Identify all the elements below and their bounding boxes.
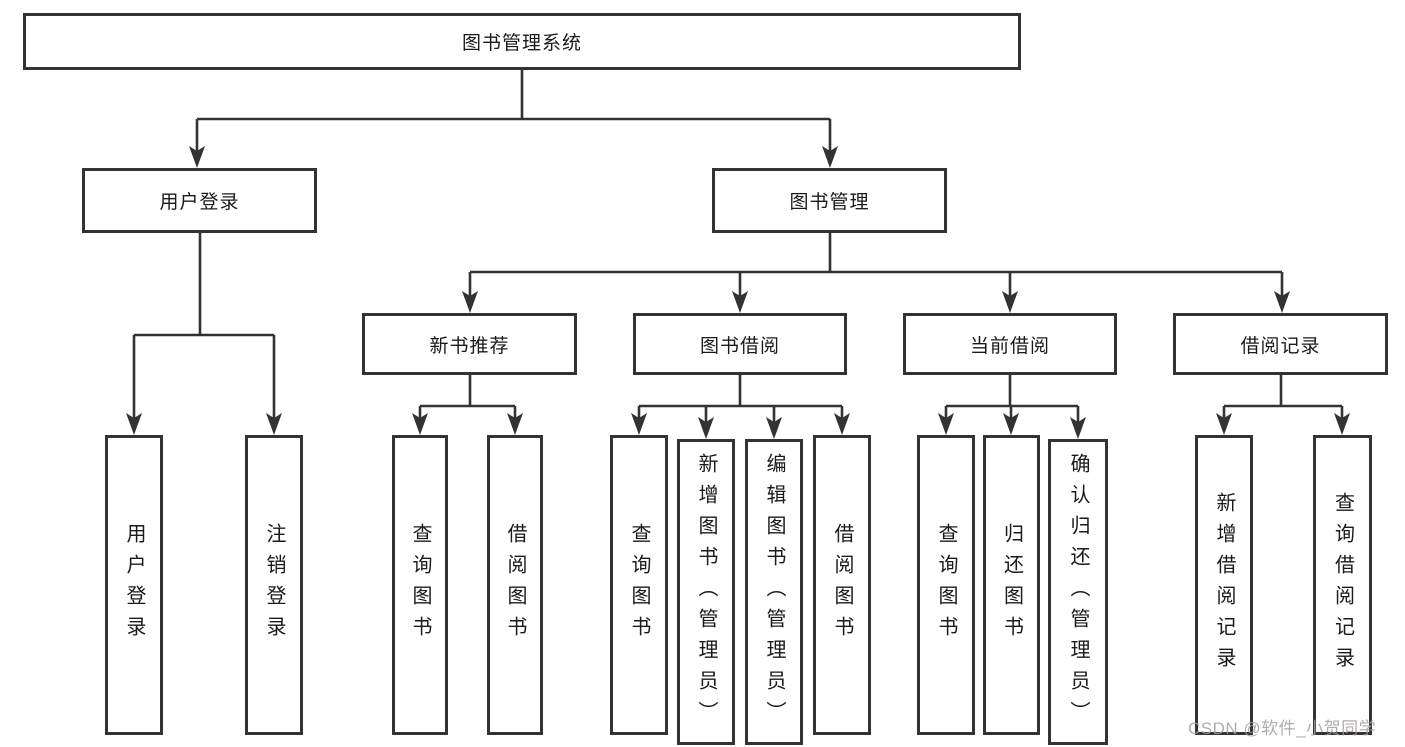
node-borrow-record: 借阅记录 [1173,313,1388,375]
watermark: CSDN @软件_小贺同学 [1188,719,1377,738]
arrowhead-icon [1070,417,1086,439]
node-label: 编辑图书（管理员） [763,452,785,732]
arrowhead-icon [631,413,647,435]
arrowhead-icon [732,291,748,313]
node-rcd-add-record: 新增借阅记录 [1195,435,1253,735]
node-label: 查询图书 [409,523,431,647]
node-label: 图书管理 [789,192,870,213]
node-bor-edit-book: 编辑图书（管理员） [745,439,803,745]
node-root: 图书管理系统 [23,13,1021,70]
arrowhead-icon [938,413,954,435]
arrowhead-icon [266,413,282,435]
node-label: 图书管理系统 [461,33,582,54]
arrowhead-icon [507,413,523,435]
arrowhead-icon [822,146,838,168]
node-cur-return-book: 归还图书 [983,435,1040,735]
node-bor-borrow-book: 借阅图书 [813,435,871,735]
node-bor-query-book: 查询图书 [610,435,668,735]
node-rec-query-book: 查询图书 [392,435,448,735]
node-label: 图书借阅 [699,335,780,357]
node-label: 查询图书 [628,523,650,647]
node-label: 查询图书 [935,523,957,647]
node-rec-borrow-book: 借阅图书 [487,435,543,735]
arrowhead-icon [834,413,850,435]
node-leaf-logout: 注销登录 [245,435,303,735]
arrowhead-icon [1274,291,1290,313]
node-new-book-rec: 新书推荐 [362,313,577,375]
node-label: 当前借阅 [969,335,1050,357]
node-label: 新增借阅记录 [1213,492,1235,678]
arrowhead-icon [1216,413,1232,435]
arrowhead-icon [189,146,205,168]
node-cur-confirm-return: 确认归还（管理员） [1048,439,1108,745]
node-label: 用户登录 [123,523,145,647]
arrowhead-icon [698,417,714,439]
arrowhead-icon [1334,413,1350,435]
node-label: 用户登录 [159,192,240,213]
node-book-mgmt: 图书管理 [712,168,947,233]
node-label: 借阅记录 [1240,335,1321,357]
node-leaf-login: 用户登录 [105,435,163,735]
arrowhead-icon [412,413,428,435]
arrowhead-icon [766,417,782,439]
node-label: 新增图书（管理员） [695,452,717,732]
node-label: 借阅图书 [831,523,853,647]
arrowhead-icon [462,291,478,313]
node-cur-query-book: 查询图书 [917,435,975,735]
node-book-borrow: 图书借阅 [633,313,847,375]
node-current-borrow: 当前借阅 [903,313,1117,375]
node-label: 查询借阅记录 [1331,492,1354,678]
arrowhead-icon [126,413,142,435]
arrowhead-icon [1002,291,1018,313]
node-label: 注销登录 [263,523,285,647]
node-bor-add-book: 新增图书（管理员） [677,439,735,745]
node-rcd-query-record: 查询借阅记录 [1313,435,1372,735]
node-label: 归还图书 [1000,523,1023,647]
node-label: 确认归还（管理员） [1067,452,1089,732]
node-user-login: 用户登录 [82,168,317,233]
node-label: 新书推荐 [429,335,510,357]
arrowhead-icon [1003,413,1019,435]
node-label: 借阅图书 [504,523,526,647]
